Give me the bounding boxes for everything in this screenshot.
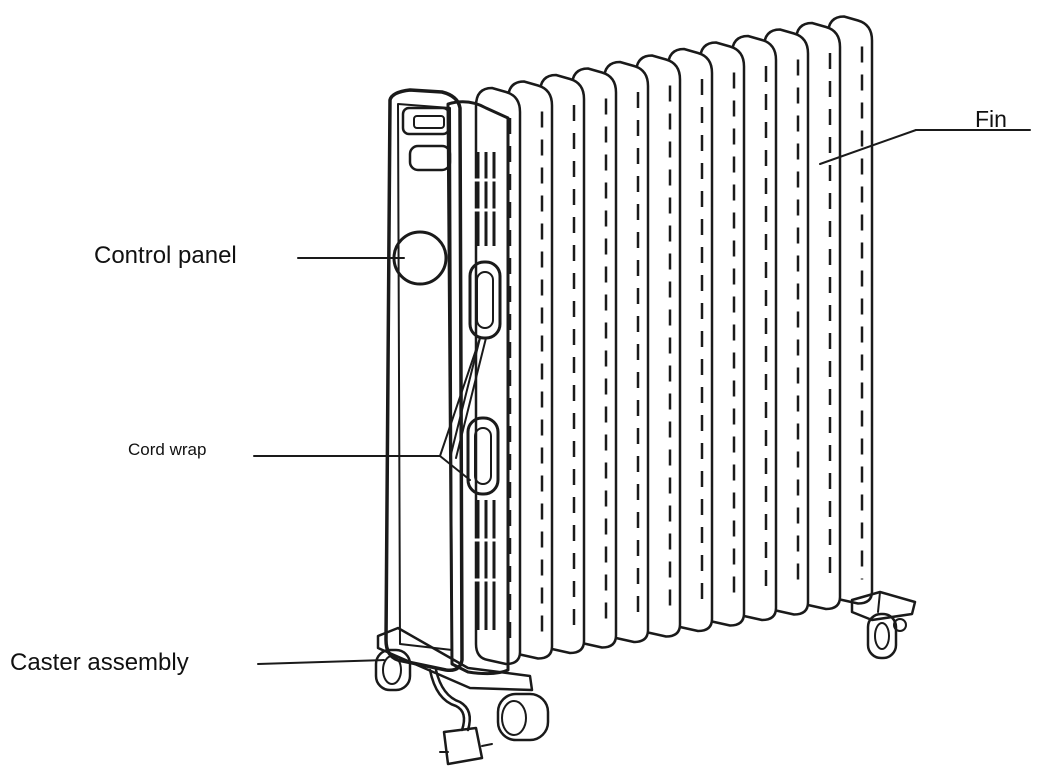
control-housing (384, 88, 510, 676)
left-caster-assembly (374, 626, 550, 766)
cord-wrap-label: Cord wrap (128, 440, 207, 459)
fin-leader (819, 129, 917, 165)
control-panel-label: Control panel (94, 242, 237, 269)
right-caster (850, 590, 917, 660)
leader-lines (253, 129, 1031, 665)
fin (474, 86, 522, 666)
fins-group (474, 15, 874, 666)
fin-label: Fin (975, 106, 1007, 132)
caster-assembly-leader (257, 659, 385, 665)
caster-assembly-label: Caster assembly (10, 649, 189, 676)
